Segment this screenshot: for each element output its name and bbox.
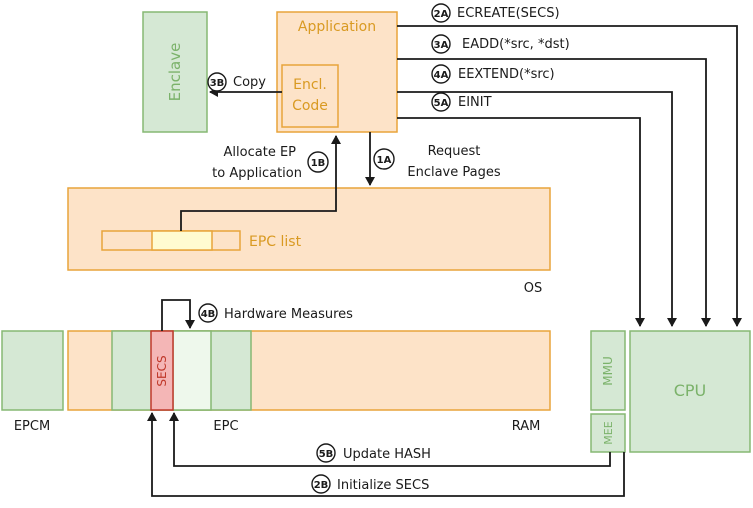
- epc-list-selected-entry: [151, 230, 213, 251]
- step-2a-text: 2A: [434, 9, 449, 20]
- epcm-label: EPCM: [14, 419, 50, 434]
- step-2a-badge: [431, 3, 451, 23]
- epc-label: EPC: [213, 419, 238, 434]
- encl-code-label-2: Code: [292, 98, 328, 114]
- hardware-measures-label: Hardware Measures: [224, 307, 353, 322]
- step-2b-badge: [311, 474, 331, 494]
- eadd-arrow: [397, 58, 711, 327]
- update-hash-label: Update HASH: [343, 447, 431, 462]
- cpu-label: CPU: [674, 381, 707, 400]
- request-label-1: Request: [428, 144, 481, 159]
- ecreate-label: ECREATE(SECS): [457, 6, 560, 21]
- eadd-label: EADD(*src, *dst): [462, 37, 570, 52]
- os-label: OS: [524, 281, 542, 296]
- application-label: Application: [298, 19, 376, 35]
- enclave-label: Enclave: [166, 43, 184, 102]
- enclave-box: [142, 11, 208, 133]
- encl-code-box: [281, 64, 339, 128]
- request-label-2: Enclave Pages: [407, 165, 500, 180]
- step-2b-text: 2B: [314, 480, 329, 491]
- step-3a-text: 3A: [434, 40, 449, 51]
- step-1a-text: 1A: [377, 155, 392, 166]
- encl-code-label-1: Encl.: [293, 77, 327, 93]
- step-5b-text: 5B: [319, 449, 334, 460]
- mee-label: MEE: [602, 421, 615, 444]
- einit-arrow: [397, 117, 645, 327]
- hardware-measures-arrow: [161, 299, 195, 331]
- os-box: [67, 187, 551, 271]
- step-3a-badge: [431, 34, 451, 54]
- step-3b-badge: [207, 72, 227, 92]
- copy-label: Copy: [233, 75, 266, 90]
- ecreate-arrow: [397, 25, 742, 327]
- allocate-arrow: [180, 135, 341, 231]
- eextend-label: EEXTEND(*src): [458, 67, 555, 82]
- step-4b-text: 4B: [201, 309, 216, 320]
- step-5a-badge: [431, 92, 451, 112]
- allocate-label-1: Allocate EP: [224, 145, 297, 160]
- mmu-label: MMU: [601, 356, 615, 386]
- step-4b-badge: [198, 303, 218, 323]
- update-hash-arrow: [169, 412, 611, 467]
- initialize-secs-arrow: [147, 412, 625, 497]
- ram-label: RAM: [512, 419, 541, 434]
- step-4a-badge: [431, 64, 451, 84]
- cpu-box: [629, 330, 751, 453]
- allocate-label-2: to Application: [212, 166, 302, 181]
- eextend-arrow: [397, 91, 677, 327]
- mee-box: [590, 413, 626, 453]
- step-5a-text: 5A: [434, 98, 449, 109]
- secs-label: SECS: [155, 355, 169, 386]
- einit-label: EINIT: [458, 95, 492, 110]
- step-5b-badge: [316, 443, 336, 463]
- epc-list-label: EPC list: [249, 234, 302, 250]
- epcm-box: [1, 330, 64, 411]
- epc-page-light: [172, 330, 212, 411]
- step-1a-badge: [373, 148, 395, 170]
- step-1b-text: 1B: [311, 158, 326, 169]
- step-3b-text: 3B: [210, 78, 225, 89]
- mmu-box: [590, 330, 626, 411]
- step-1b-badge: [307, 151, 329, 173]
- initialize-secs-label: Initialize SECS: [337, 478, 429, 493]
- step-4a-text: 4A: [434, 70, 449, 81]
